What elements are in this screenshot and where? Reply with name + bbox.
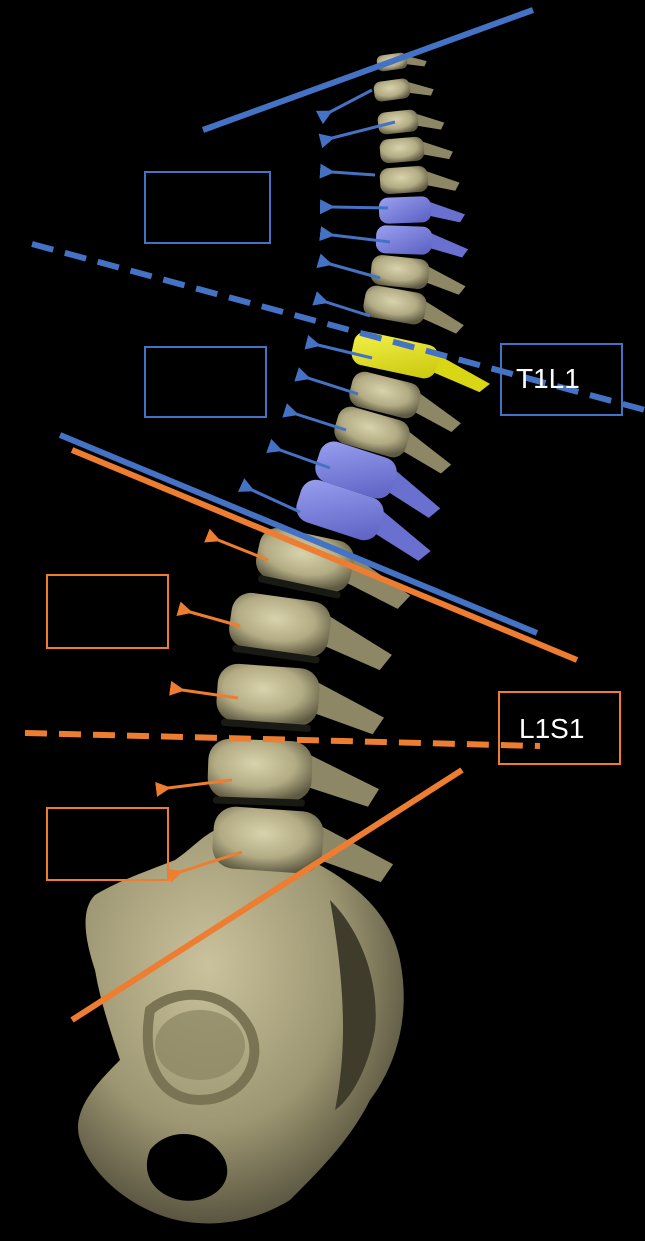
direction-arrow — [252, 490, 300, 512]
vertebra — [377, 106, 445, 136]
vertebra — [379, 195, 466, 225]
vertebral-body — [370, 254, 431, 290]
spinous-process — [306, 754, 381, 808]
spinous-process — [424, 266, 467, 296]
direction-arrow — [332, 172, 375, 175]
vertebral-body — [379, 196, 432, 224]
vertebra — [373, 74, 435, 103]
vertebral-body — [379, 136, 425, 164]
spinous-process — [429, 232, 469, 257]
vertebral-body — [362, 284, 429, 326]
blue-box-upper — [145, 172, 270, 243]
orange-box-upper — [47, 575, 168, 648]
t1l1-label: T1L1 — [516, 365, 580, 393]
spinous-process — [407, 78, 434, 98]
blue-line-upper — [203, 10, 533, 130]
spinous-process — [415, 111, 445, 133]
direction-arrow — [332, 207, 388, 208]
acetabulum — [155, 1010, 245, 1080]
spinous-process — [419, 300, 466, 334]
vertebra — [379, 163, 460, 196]
spinous-process — [428, 200, 465, 223]
spinous-process — [425, 168, 460, 192]
direction-arrow — [326, 302, 370, 316]
vertebra — [379, 134, 454, 165]
vertebral-body — [215, 663, 321, 728]
direction-arrow — [330, 90, 372, 112]
pelvis — [78, 827, 404, 1224]
spinous-process — [421, 138, 453, 161]
vertebral-body — [211, 805, 325, 875]
orange-box-lower — [47, 808, 168, 880]
vertebral-body — [373, 78, 411, 103]
spinous-process — [320, 615, 396, 672]
blue-box-lower — [145, 347, 266, 417]
vertebral-body — [377, 109, 419, 135]
vertebral-body — [379, 165, 429, 194]
vertebra — [207, 738, 381, 807]
direction-arrow — [308, 378, 358, 394]
vertebral-body — [207, 738, 313, 802]
l1s1-label: L1S1 — [519, 715, 584, 743]
spinous-process — [312, 681, 387, 735]
